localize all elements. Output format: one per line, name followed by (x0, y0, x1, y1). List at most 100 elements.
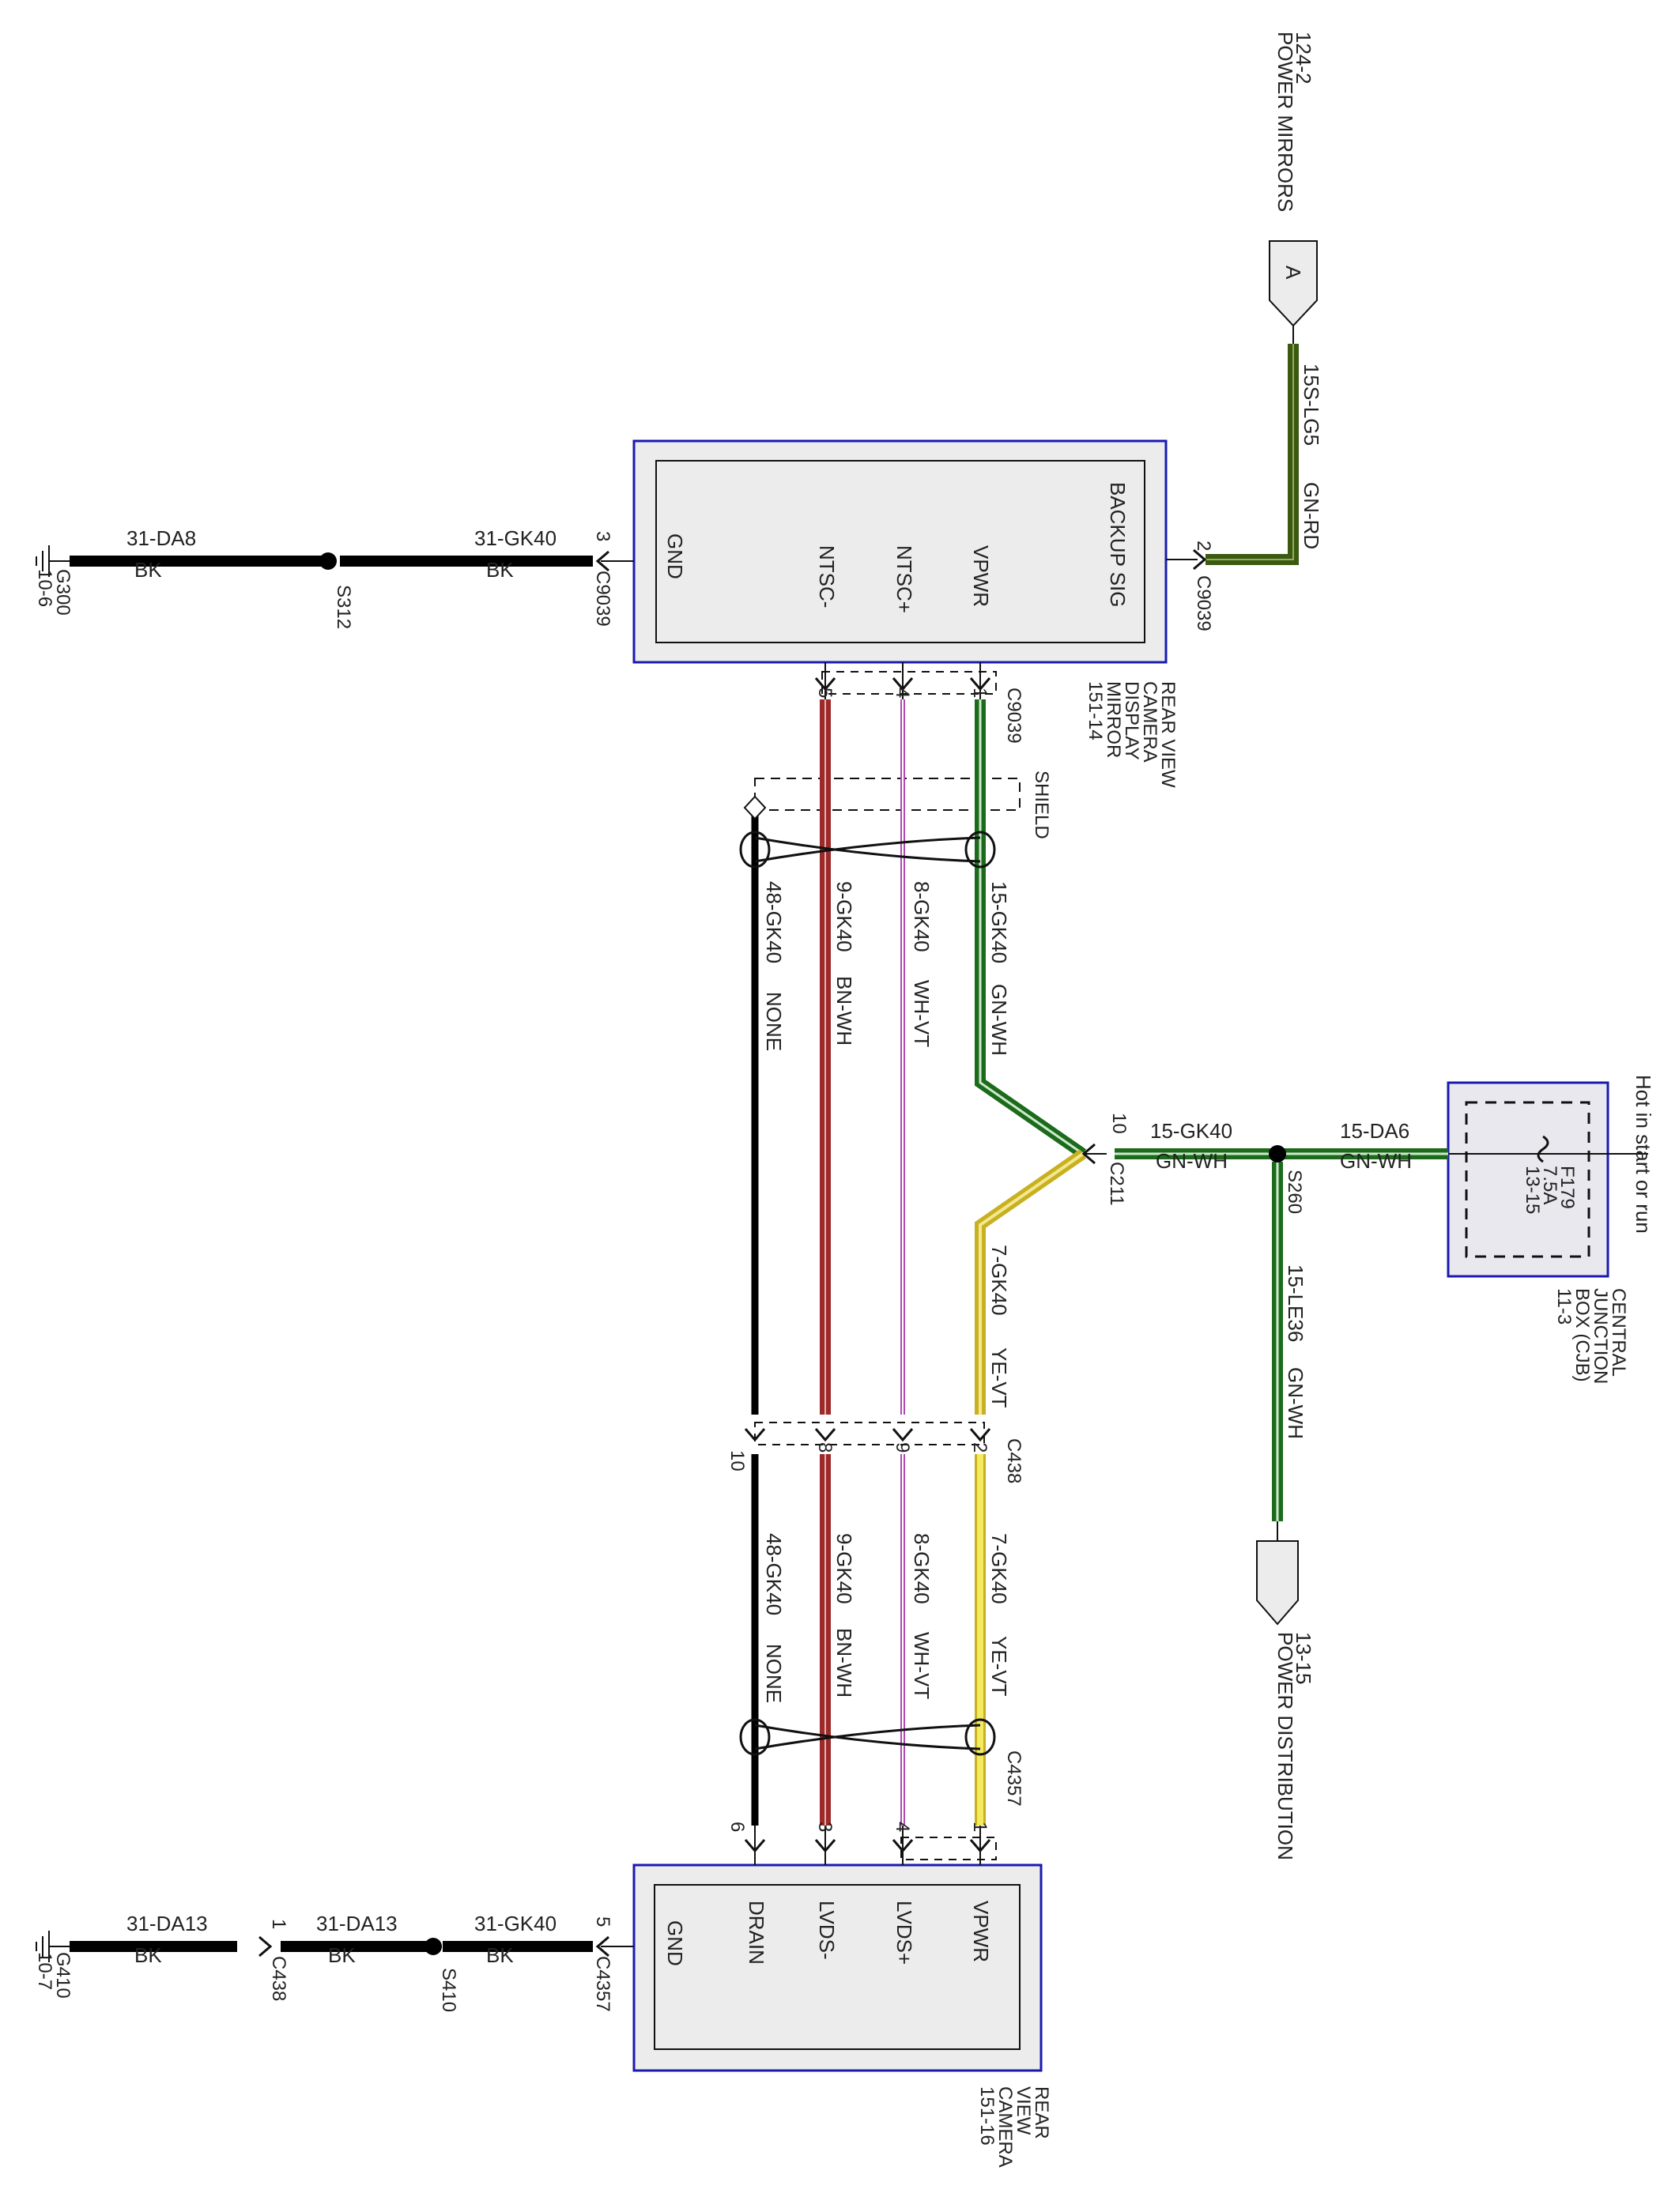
ground-icon (36, 1931, 70, 1962)
wire-color-label: GN-WH (1340, 1149, 1412, 1173)
pin-number-c438_ntscp: 9 (892, 1442, 913, 1453)
connector-c438-dash (754, 1422, 985, 1445)
pin-number-c9039_ntscp: 4 (892, 688, 913, 698)
wire-color-label: GN-WH (1284, 1367, 1307, 1439)
connector-c4357-top: C4357 (1003, 1750, 1024, 1807)
camera-pin-lvds-minus: LVDS- (815, 1901, 839, 1960)
pin-number-c9039_ntscm: 5 (814, 688, 836, 698)
wire-circuit-label: 15-DA6 (1340, 1119, 1409, 1143)
camera-module-name: REAR (1031, 2086, 1052, 2139)
cjb-name: JUNCTION (1590, 1288, 1611, 1384)
connector-c9039-bottom: C9039 (1003, 688, 1024, 744)
camera-pin-vpwr: VPWR (969, 1901, 993, 1962)
camera-pin-lvds-plus: LVDS+ (892, 1901, 916, 1965)
wire-color-label: YE-VT (987, 1347, 1011, 1408)
splice-label-s410: S410 (438, 1968, 459, 2012)
cjb-name: 11-3 (1553, 1288, 1575, 1325)
wire-color-label: GN-WH (987, 984, 1011, 1056)
fuse-label: F179 (1556, 1166, 1578, 1209)
offpage-connector-icon (1269, 240, 1318, 327)
wire-color-label: NONE (762, 1644, 786, 1703)
wire-circuit-label: 31-GK40 (474, 1912, 557, 1935)
wire-circuit-label: 15-GK40 (987, 881, 1011, 963)
pin-number-c4357_gnd: 5 (592, 1916, 613, 1927)
mirror-module-name: DISPLAY (1121, 681, 1142, 760)
mirror-module (632, 439, 1168, 664)
wire-color-label: GN-WH (1156, 1149, 1228, 1173)
connector-c438-bottom: C438 (268, 1956, 289, 2001)
fuse-label: 13-15 (1522, 1166, 1543, 1214)
splice-s312 (319, 552, 337, 570)
mirror-module-name: REAR VIEW (1157, 681, 1179, 788)
splice-label-s260: S260 (1284, 1170, 1305, 1214)
offpage-letter: A (1281, 266, 1305, 280)
pin-number-c9039_backup: 2 (1193, 541, 1214, 551)
wire-circuit-label: 8-GK40 (910, 1533, 934, 1604)
connector-c9039-dash (821, 671, 997, 695)
wire-circuit-label: 9-GK40 (832, 881, 856, 952)
mirror-module-name: MIRROR (1103, 681, 1124, 758)
ground-icon (36, 545, 70, 577)
shield-box (754, 778, 1021, 811)
pin-number-c438_gnd: 10 (726, 1450, 748, 1472)
offpage-power-mirrors: 124-2 (1292, 32, 1315, 85)
wire-color-label: YE-VT (987, 1636, 1011, 1697)
wire-circuit-label: 48-GK40 (762, 1533, 786, 1615)
wire-circuit-label: 15-LE36 (1284, 1264, 1307, 1342)
wire-circuit-label: 15-GK40 (1150, 1119, 1232, 1143)
pin-number-c9039_vpwr: 1 (969, 688, 990, 698)
pin-number-c9039_gnd: 3 (592, 531, 613, 541)
mirror-pin-gnd: GND (663, 533, 687, 579)
camera-module-name: VIEW (1013, 2086, 1034, 2135)
wire-15s-lg5 (1205, 344, 1299, 565)
camera-module-name: 151-16 (976, 2086, 998, 2146)
camera-module (632, 1863, 1043, 2072)
pin-number-c4357_vpwr: 1 (969, 1822, 990, 1832)
wire-color-label: BK (328, 1943, 356, 1967)
camera-pin-gnd: GND (663, 1920, 687, 1966)
shield-drain-diamond (743, 795, 767, 820)
connector-c9039-right: C9039 (1193, 575, 1214, 631)
wire-color-label: WH-VT (910, 1632, 934, 1699)
offpage-power-distribution: 13-15 (1292, 1632, 1315, 1685)
mirror-module-name: CAMERA (1139, 681, 1160, 763)
wire-circuit-label: 31-DA8 (126, 526, 196, 550)
wire-color-label: BN-WH (832, 976, 856, 1046)
splice-s410 (424, 1938, 442, 1955)
connector-c4357-dash (900, 1837, 997, 1860)
wire-color-label: BN-WH (832, 1628, 856, 1698)
wire-color-label: BK (486, 1943, 514, 1967)
mirror-pin-vpwr: VPWR (969, 545, 993, 607)
wire-circuit-label: 8-GK40 (910, 881, 934, 952)
wire-color-label: BK (486, 558, 514, 582)
connector-c9039-left: C9039 (592, 571, 613, 627)
cjb-name: BOX (CJB) (1571, 1288, 1593, 1382)
fuse-label: 7.5A (1539, 1166, 1560, 1204)
wire-color-label: NONE (762, 992, 786, 1051)
connector-forks (258, 548, 1207, 1958)
connector-c211: C211 (1106, 1162, 1127, 1206)
ground-g300: 10-6 (34, 569, 55, 607)
wire-color-label: WH-VT (910, 980, 934, 1047)
twist-upper (739, 831, 996, 869)
wire-color-label: GN-RD (1300, 482, 1323, 549)
wire-circuit-label: 31-GK40 (474, 526, 557, 550)
wire-circuit-label: 7-GK40 (987, 1245, 1011, 1316)
mirror-module-name: 151-14 (1085, 681, 1106, 740)
pin-number-c4357_lvdsm: 3 (814, 1822, 836, 1832)
fuse-icon (1537, 1135, 1549, 1163)
wire-color-label: BK (134, 1943, 162, 1967)
twist-lower (739, 1718, 996, 1756)
offpage-connector-icon (1256, 1540, 1299, 1626)
camera-pin-drain: DRAIN (745, 1901, 768, 1965)
mirror-pin-backup-sig: BACKUP SIG (1106, 482, 1130, 607)
ground-g410: 10-7 (34, 1952, 55, 1990)
pin-number-c4357_drain: 6 (726, 1822, 748, 1832)
splice-s260 (1269, 1145, 1286, 1163)
pin-number-c211: 10 (1108, 1113, 1130, 1134)
wire-circuit-label: 15S-LG5 (1300, 364, 1323, 446)
pin-number-c438_vpwr: 2 (969, 1442, 990, 1453)
pin-number-c4357_lvdsp: 4 (892, 1822, 913, 1832)
cjb-hot-label: Hot in start or run (1632, 1075, 1655, 1234)
